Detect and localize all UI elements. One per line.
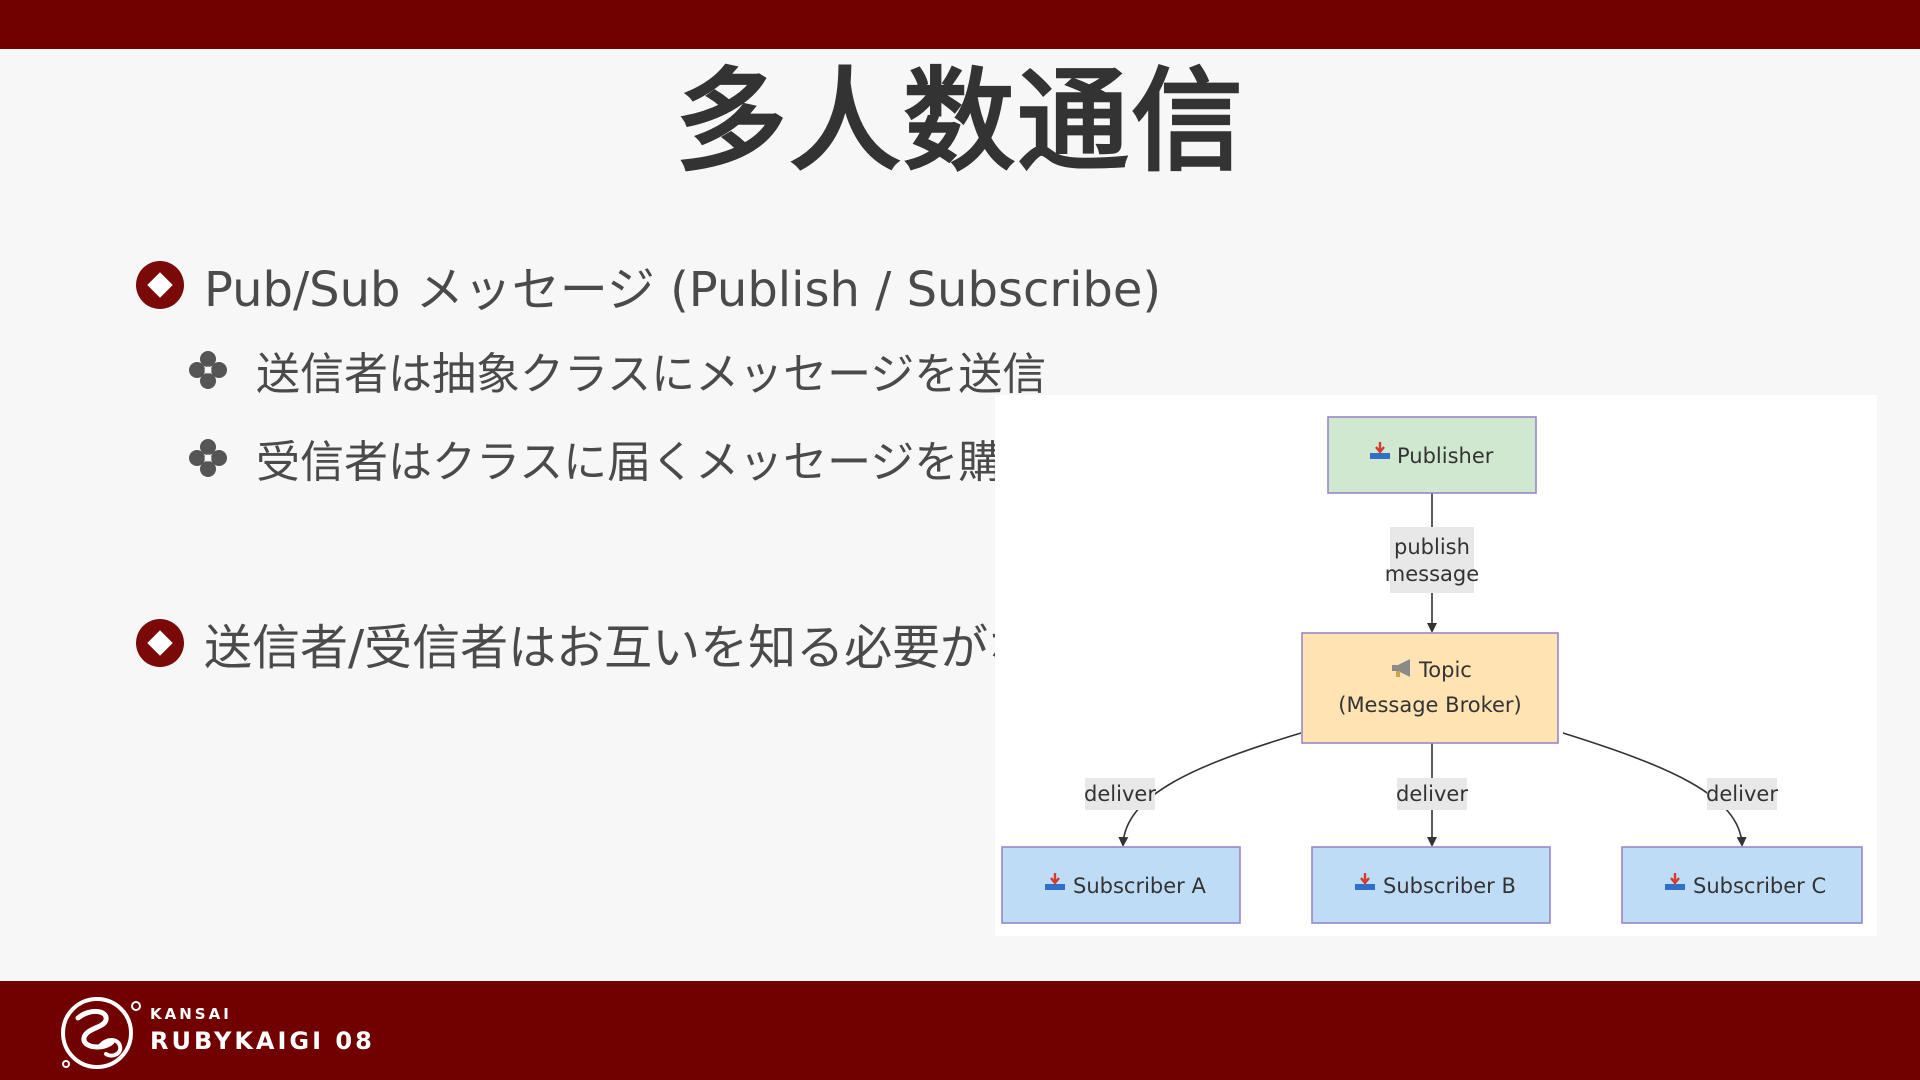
node-subscriber-a: Subscriber A bbox=[1001, 846, 1241, 924]
svg-text:Subscriber C: Subscriber C bbox=[1693, 874, 1826, 898]
bullet-decoupling: 送信者/受信者はお互いを知る必要がない bbox=[136, 608, 1084, 678]
edge-label-publish-line1: publish bbox=[1394, 535, 1470, 559]
bullet-text: 送信者/受信者はお互いを知る必要がない bbox=[204, 620, 1085, 676]
svg-text:(Message Broker): (Message Broker) bbox=[1338, 693, 1522, 717]
footer-event-label: RUBYKAIGI 08 bbox=[150, 1027, 375, 1055]
edge-label-deliver-a: deliver bbox=[1084, 778, 1156, 810]
svg-text:Topic: Topic bbox=[1418, 658, 1472, 682]
sub-bullet-text: 送信者は抽象クラスにメッセージを送信 bbox=[256, 349, 1047, 400]
sub-bullet-sender: 送信者は抽象クラスにメッセージを送信 bbox=[186, 338, 1046, 402]
bullet-text: Pub/Sub メッセージ (Publish / Subscribe) bbox=[204, 262, 1162, 318]
diagram-canvas: publish message deliver deliver deliver … bbox=[1001, 416, 1863, 924]
footer-banner bbox=[0, 981, 1920, 1080]
svg-text:deliver: deliver bbox=[1084, 782, 1156, 806]
svg-text:Publisher: Publisher bbox=[1397, 444, 1494, 468]
sub-bullet-receiver: 受信者はクラスに届くメッセージを購読 bbox=[186, 426, 1046, 490]
top-banner bbox=[0, 0, 1920, 49]
diamond-bullet-icon bbox=[136, 619, 184, 667]
edge-label-deliver-b: deliver bbox=[1396, 778, 1468, 810]
node-subscriber-c: Subscriber C bbox=[1621, 846, 1863, 924]
sub-bullet-text: 受信者はクラスに届くメッセージを購読 bbox=[256, 437, 1047, 488]
clover-bullet-icon bbox=[189, 439, 227, 477]
svg-text:deliver: deliver bbox=[1706, 782, 1778, 806]
bullet-pubsub: Pub/Sub メッセージ (Publish / Subscribe) bbox=[136, 250, 1161, 320]
footer-kansai-label: KANSAI bbox=[150, 1005, 232, 1023]
megaphone-icon bbox=[1392, 659, 1410, 677]
node-publisher: Publisher bbox=[1327, 416, 1537, 494]
edge-label-deliver-c: deliver bbox=[1706, 778, 1778, 810]
edge-deliver-c bbox=[1562, 732, 1747, 847]
edge-label-publish-line2: message bbox=[1385, 562, 1479, 586]
diamond-bullet-icon bbox=[136, 261, 184, 309]
clover-bullet-icon bbox=[189, 351, 227, 389]
rubykaigi-logo-icon bbox=[61, 997, 141, 1069]
slide-title: 多人数通信 bbox=[675, 57, 1245, 187]
node-topic: Topic (Message Broker) bbox=[1301, 632, 1559, 744]
inbox-tray-icon bbox=[1045, 873, 1065, 890]
svg-text:Subscriber A: Subscriber A bbox=[1073, 874, 1206, 898]
pubsub-diagram: publish message deliver deliver deliver … bbox=[995, 395, 1877, 936]
inbox-tray-icon bbox=[1370, 442, 1390, 459]
svg-text:deliver: deliver bbox=[1396, 782, 1468, 806]
node-subscriber-b: Subscriber B bbox=[1311, 846, 1551, 924]
inbox-tray-icon bbox=[1355, 873, 1375, 890]
inbox-tray-icon bbox=[1665, 873, 1685, 890]
edge-label-publish: publish message bbox=[1385, 527, 1479, 593]
svg-text:Subscriber B: Subscriber B bbox=[1383, 874, 1516, 898]
edge-deliver-a bbox=[1118, 732, 1302, 847]
